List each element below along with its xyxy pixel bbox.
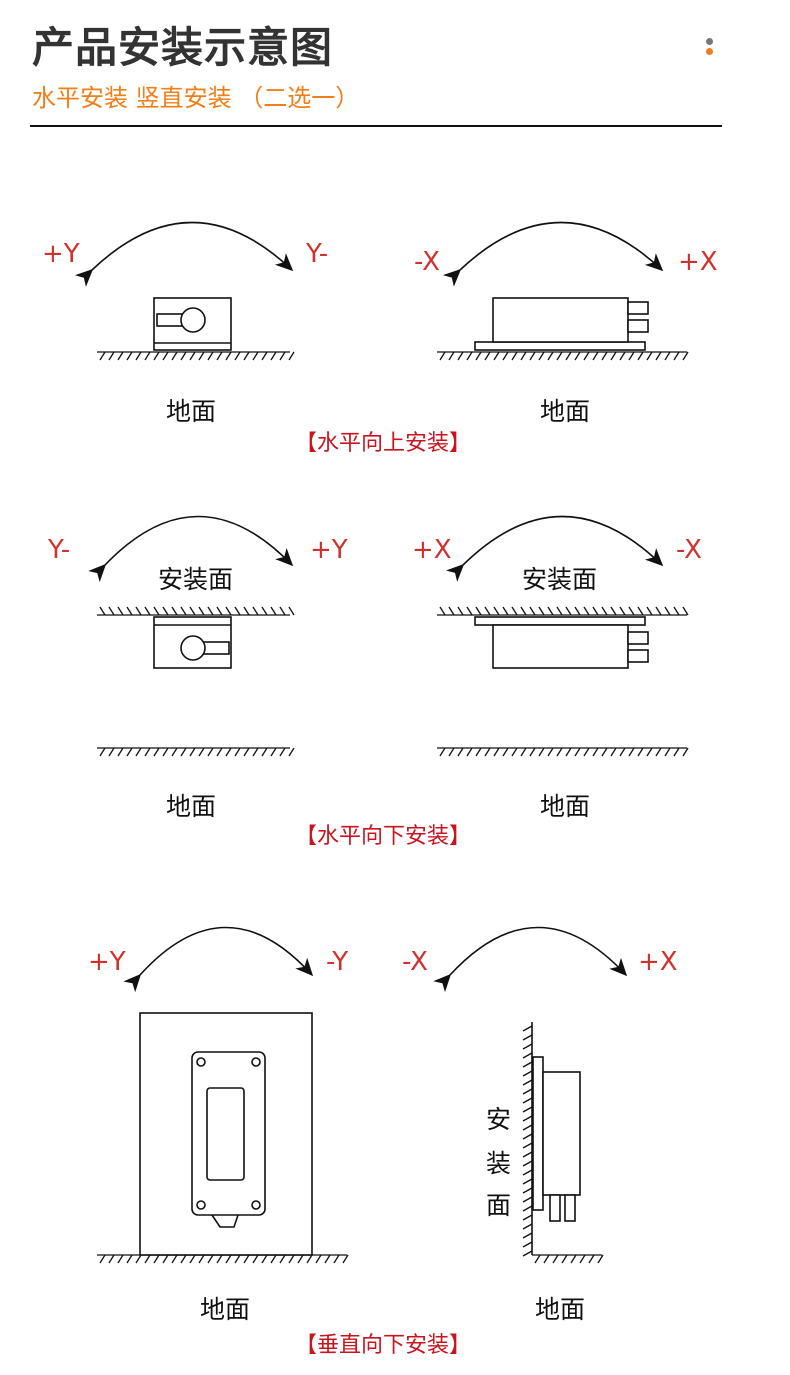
device-side-x (474, 297, 649, 351)
mount-surface-label: 安装面 (522, 565, 597, 594)
ground-label: 地面 (200, 1295, 250, 1324)
device-front (191, 1051, 266, 1228)
page-title: 产品安装示意图 (32, 23, 334, 72)
mount-surface-char: 装 (486, 1149, 511, 1178)
rotation-arrow (445, 515, 664, 582)
device-side-x (474, 616, 649, 669)
mount-surface-label: 安装面 (158, 565, 233, 594)
hatching (97, 351, 689, 1264)
page-subtitle: 水平安装 竖直安装 （二选一） (32, 84, 360, 112)
axis-label: +Y (42, 239, 80, 269)
axis-label: +Y (88, 947, 126, 977)
axis-label: -X (402, 947, 428, 977)
axis-label: Y- (305, 239, 328, 269)
rotation-arrow (442, 221, 664, 287)
axis-label: +X (412, 535, 452, 565)
axis-label: +X (638, 947, 678, 977)
rotation-arrow (433, 926, 628, 993)
ground-label: 地面 (166, 792, 216, 821)
ground-label: 地面 (540, 792, 590, 821)
section-horizontal-down: Y- +Y +X -X 安装面 安装面 地面 地面 【水平向下安装】 (47, 515, 702, 849)
axis-label: -X (676, 535, 702, 565)
axis-label: Y- (47, 535, 70, 565)
axis-label: -Y (326, 947, 348, 977)
mount-surface-char: 安 (486, 1105, 511, 1134)
axis-label: +X (678, 247, 718, 277)
rotation-arrow (123, 926, 314, 993)
mount-surface-char: 面 (486, 1191, 511, 1220)
axis-label: +Y (310, 535, 348, 565)
rotation-arrow (74, 221, 294, 287)
rotation-arrow (88, 515, 294, 583)
caption: 【水平向下安装】 (295, 824, 471, 849)
ground-label: 地面 (540, 397, 590, 426)
divider (30, 125, 722, 127)
more-options-icon[interactable] (706, 38, 713, 58)
ground-label: 地面 (166, 397, 216, 426)
ground-label: 地面 (535, 1295, 585, 1324)
device-side-y (153, 616, 232, 669)
caption: 【垂直向下安装】 (295, 1333, 471, 1358)
device-side-y (153, 297, 232, 351)
caption: 【水平向上安装】 (295, 431, 471, 456)
section-horizontal-up: +Y Y- -X +X 地面 地面 【水平向上安装】 (42, 221, 718, 456)
section-vertical-down: +Y -Y -X +X 安 装 面 地面 地面 【垂直向下安装】 (88, 926, 678, 1358)
axis-label: -X (414, 247, 440, 277)
device-side-vertical (532, 1056, 581, 1222)
